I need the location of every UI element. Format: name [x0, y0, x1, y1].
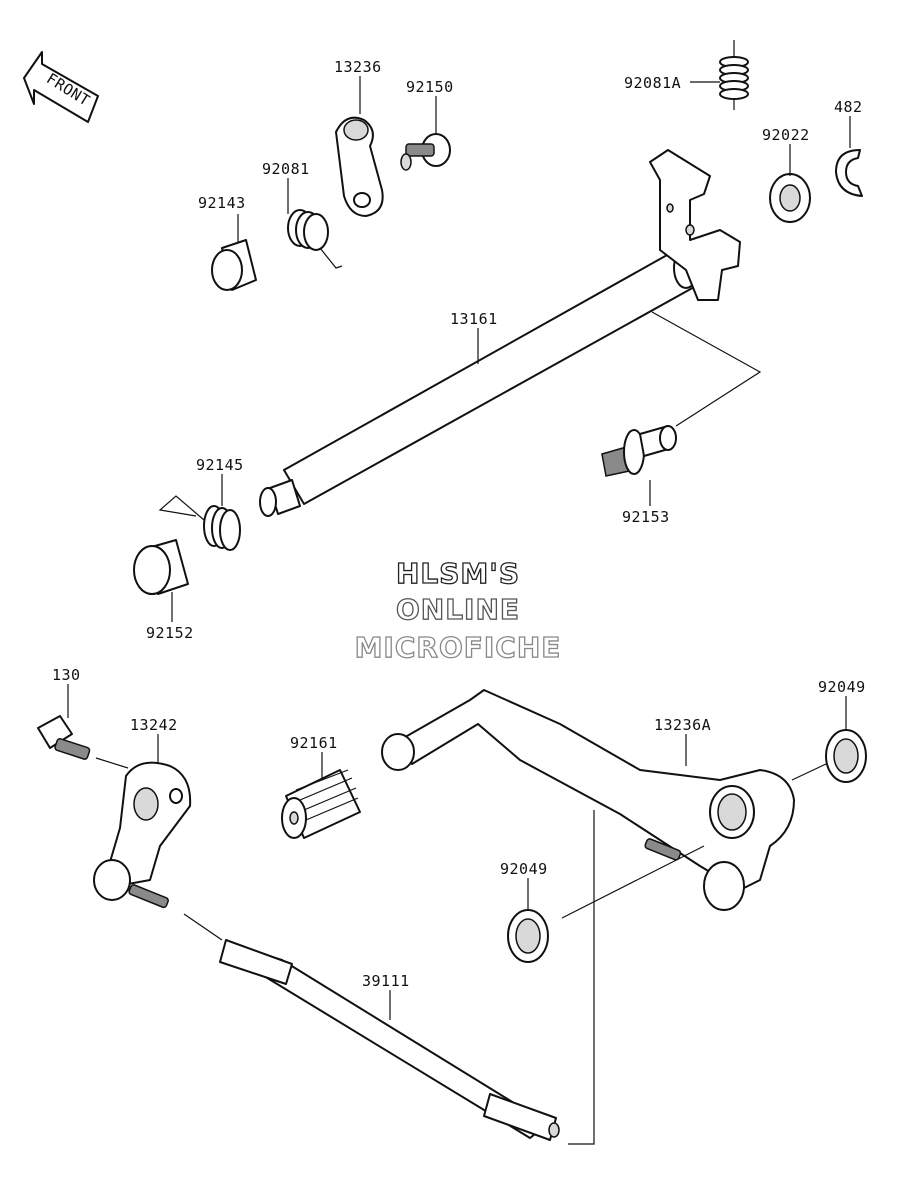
part-13236-arm — [335, 116, 384, 217]
label-13242: 13242 — [130, 716, 178, 734]
watermark-line-3: MICROFICHE — [355, 631, 562, 664]
label-39111: 39111 — [362, 972, 410, 990]
part-92153-stud — [601, 425, 677, 477]
part-92152-collar — [133, 539, 189, 595]
label-92143: 92143 — [198, 194, 246, 212]
part-92081-spring — [287, 209, 343, 269]
label-92153: 92153 — [622, 508, 670, 526]
part-13242-lever — [93, 761, 192, 909]
part-13161-shift-shaft — [259, 149, 741, 517]
label-130: 130 — [52, 666, 81, 684]
part-92049-washer-mid — [507, 909, 549, 963]
part-92161-rubber — [281, 769, 361, 839]
part-92145-spring — [158, 495, 241, 551]
part-92022-washer — [769, 173, 811, 223]
part-92081A-spring — [719, 40, 749, 110]
watermark: HLSM'S ONLINE MICROFICHE — [354, 556, 562, 664]
label-92081: 92081 — [262, 160, 310, 178]
part-92150-bolt — [400, 133, 451, 171]
part-482-circlip — [835, 149, 863, 197]
label-92152: 92152 — [146, 624, 194, 642]
part-130-bolt — [37, 715, 91, 760]
label-13236: 13236 — [334, 58, 382, 76]
watermark-line-2: ONLINE — [396, 593, 520, 626]
part-13236A-pedal — [381, 689, 795, 911]
label-92081A: 92081A — [624, 74, 681, 92]
part-92049-washer-top — [825, 729, 867, 783]
label-92049-mid: 92049 — [500, 860, 548, 878]
reference-bracket — [568, 810, 595, 1145]
label-92049-top: 92049 — [818, 678, 866, 696]
part-92143-collar — [211, 239, 257, 291]
label-13161: 13161 — [450, 310, 498, 328]
label-13236A: 13236A — [654, 716, 711, 734]
label-92150: 92150 — [406, 78, 454, 96]
label-92022: 92022 — [762, 126, 810, 144]
watermark-line-1: HLSM'S — [396, 557, 520, 590]
label-482: 482 — [834, 98, 863, 116]
front-arrow: FRONT — [23, 51, 99, 123]
part-39111-tie-rod — [219, 939, 560, 1141]
label-92145: 92145 — [196, 456, 244, 474]
label-92161: 92161 — [290, 734, 338, 752]
